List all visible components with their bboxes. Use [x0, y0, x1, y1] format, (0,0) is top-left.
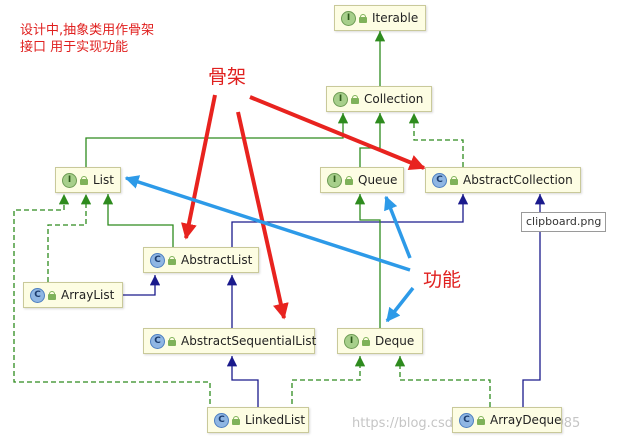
edge-arraylist-abstractlist [120, 275, 161, 296]
class-icon: C [30, 287, 45, 303]
node-abstract-list[interactable]: C AbstractList [143, 247, 259, 273]
annotation-line-2: 接口 用于实现功能 [20, 40, 129, 55]
edge-linkedlist-abstractsequentiallist [226, 356, 259, 407]
edge-deque-queue [354, 194, 381, 328]
clipboard-tooltip: clipboard.png [521, 212, 607, 232]
node-label: List [93, 173, 114, 187]
node-list[interactable]: I List [55, 167, 121, 193]
public-lock-icon [450, 175, 458, 185]
public-lock-icon [477, 415, 485, 425]
class-icon: C [432, 172, 447, 188]
public-lock-icon [359, 13, 367, 23]
class-icon: C [150, 333, 165, 349]
interface-icon: I [327, 172, 342, 188]
node-label: ArrayDeque [490, 413, 562, 427]
node-label: Collection [364, 92, 424, 106]
public-lock-icon [168, 255, 176, 265]
node-label: Queue [358, 173, 398, 187]
blue-arrow-to-deque [385, 286, 415, 323]
node-abstract-sequential-list[interactable]: C AbstractSequentialList [143, 328, 317, 354]
red-arrow-to-abstractcollection [249, 95, 426, 170]
node-array-deque[interactable]: C ArrayDeque [452, 407, 562, 433]
edge-linkedlist-deque [291, 356, 366, 428]
interface-icon: I [62, 172, 77, 188]
node-deque[interactable]: I Deque [337, 328, 423, 354]
public-lock-icon [232, 415, 240, 425]
node-iterable[interactable]: I Iterable [334, 5, 426, 31]
public-lock-icon [362, 336, 370, 346]
edge-list-collection [85, 113, 349, 167]
public-lock-icon [345, 175, 353, 185]
blue-arrow-to-queue [384, 195, 412, 259]
skeleton-label: 骨架 [208, 66, 247, 88]
edge-arraydeque-abstractcollection [522, 194, 546, 407]
interface-icon: I [333, 91, 348, 107]
edge-abstractcollection-collection [408, 113, 464, 167]
blue-arrow-to-list [124, 175, 411, 272]
public-lock-icon [168, 336, 176, 346]
node-queue[interactable]: I Queue [320, 167, 404, 193]
annotation-note: 设计中,抽象类用作骨架 接口 用于实现功能 [20, 22, 154, 56]
node-label: LinkedList [245, 413, 306, 427]
public-lock-icon [351, 94, 359, 104]
class-icon: C [150, 252, 165, 268]
red-arrow-to-abstractsequentiallist [236, 111, 289, 320]
edge-abstractlist-list [102, 194, 174, 247]
public-lock-icon [80, 175, 88, 185]
node-label: AbstractSequentialList [181, 334, 317, 348]
edge-arraylist-list [47, 194, 92, 282]
edge-arraydeque-deque [394, 356, 491, 407]
class-icon: C [459, 412, 474, 428]
annotation-line-1: 设计中,抽象类用作骨架 [20, 23, 155, 38]
node-collection[interactable]: I Collection [326, 86, 432, 112]
node-label: AbstractCollection [463, 173, 573, 187]
class-icon: C [214, 412, 229, 428]
edge-linkedlist-list [13, 194, 211, 428]
node-linked-list[interactable]: C LinkedList [207, 407, 309, 433]
node-label: Deque [375, 334, 415, 348]
interface-icon: I [344, 333, 359, 349]
public-lock-icon [48, 290, 56, 300]
edge-abstractlist-abstractcollection [231, 194, 469, 247]
node-label: ArrayList [61, 288, 115, 302]
edge-queue-collection [359, 113, 386, 167]
node-label: AbstractList [181, 253, 253, 267]
node-label: Iterable [372, 11, 419, 25]
red-arrow-to-abstractlist [181, 94, 217, 240]
interface-icon: I [341, 10, 356, 26]
function-label: 功能 [423, 269, 462, 291]
node-abstract-collection[interactable]: C AbstractCollection [425, 167, 581, 193]
node-array-list[interactable]: C ArrayList [23, 282, 123, 308]
